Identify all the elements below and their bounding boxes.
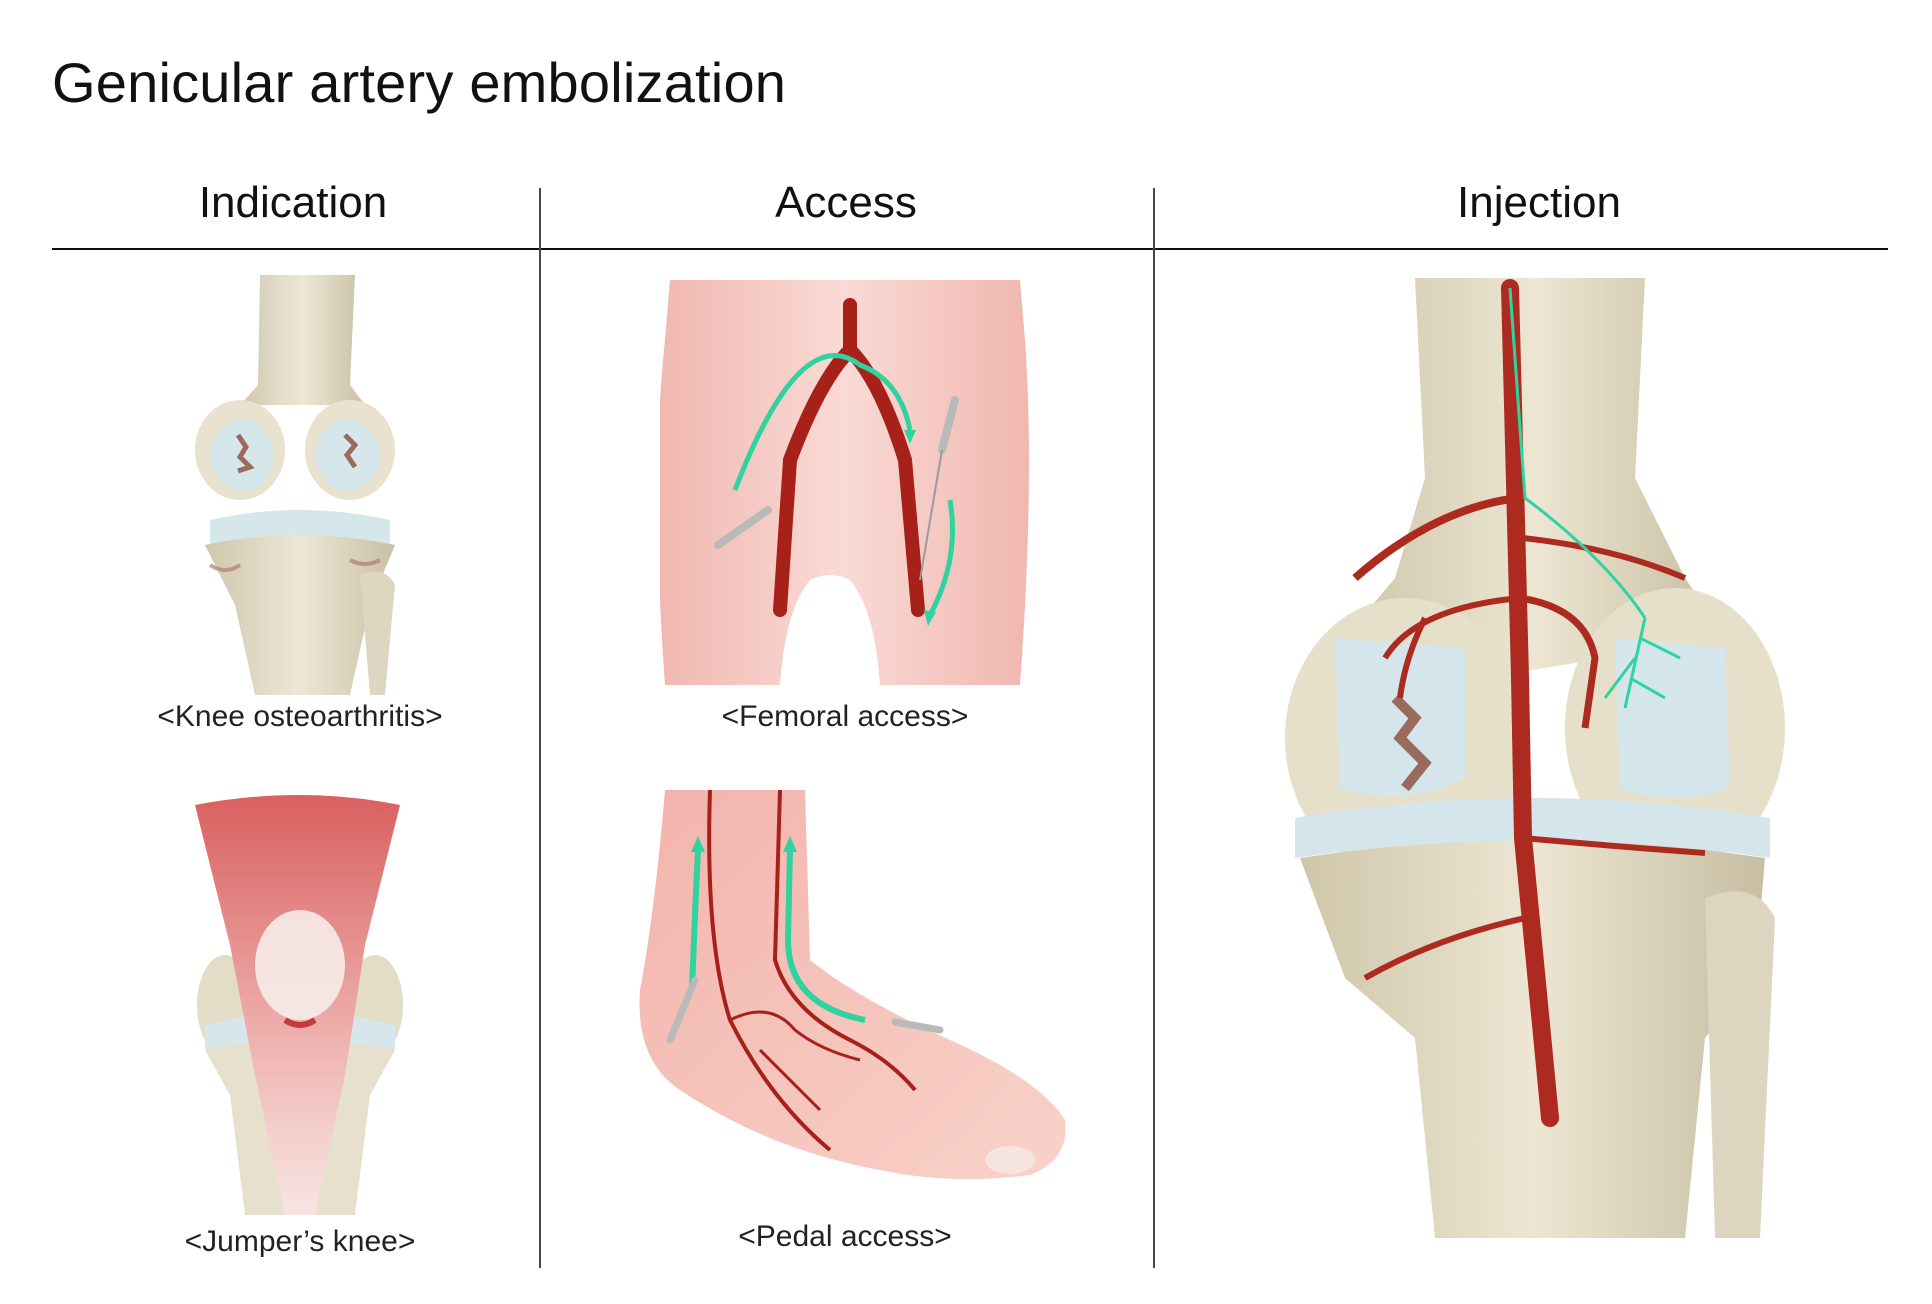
column-heading-indication: Indication	[198, 178, 388, 227]
femoral-access-illustration	[660, 280, 1029, 685]
column-divider-1	[539, 188, 541, 1268]
column-divider-2	[1153, 188, 1155, 1268]
jumpers-knee-illustration	[195, 795, 403, 1215]
caption-pedal-access: <Pedal access>	[738, 1220, 952, 1253]
column-heading-access: Access	[775, 178, 917, 227]
header-divider	[52, 248, 1888, 250]
caption-jumpers-knee: <Jumper’s knee>	[184, 1225, 416, 1258]
caption-femoral-access: <Femoral access>	[721, 700, 969, 733]
caption-knee-osteoarthritis: <Knee osteoarthritis>	[157, 700, 443, 733]
knee-osteoarthritis-illustration	[195, 275, 395, 695]
injection-illustration	[1285, 278, 1785, 1238]
column-heading-injection: Injection	[1457, 178, 1621, 227]
pedal-access-illustration	[639, 790, 1066, 1179]
page-title: Genicular artery embolization	[52, 51, 787, 114]
